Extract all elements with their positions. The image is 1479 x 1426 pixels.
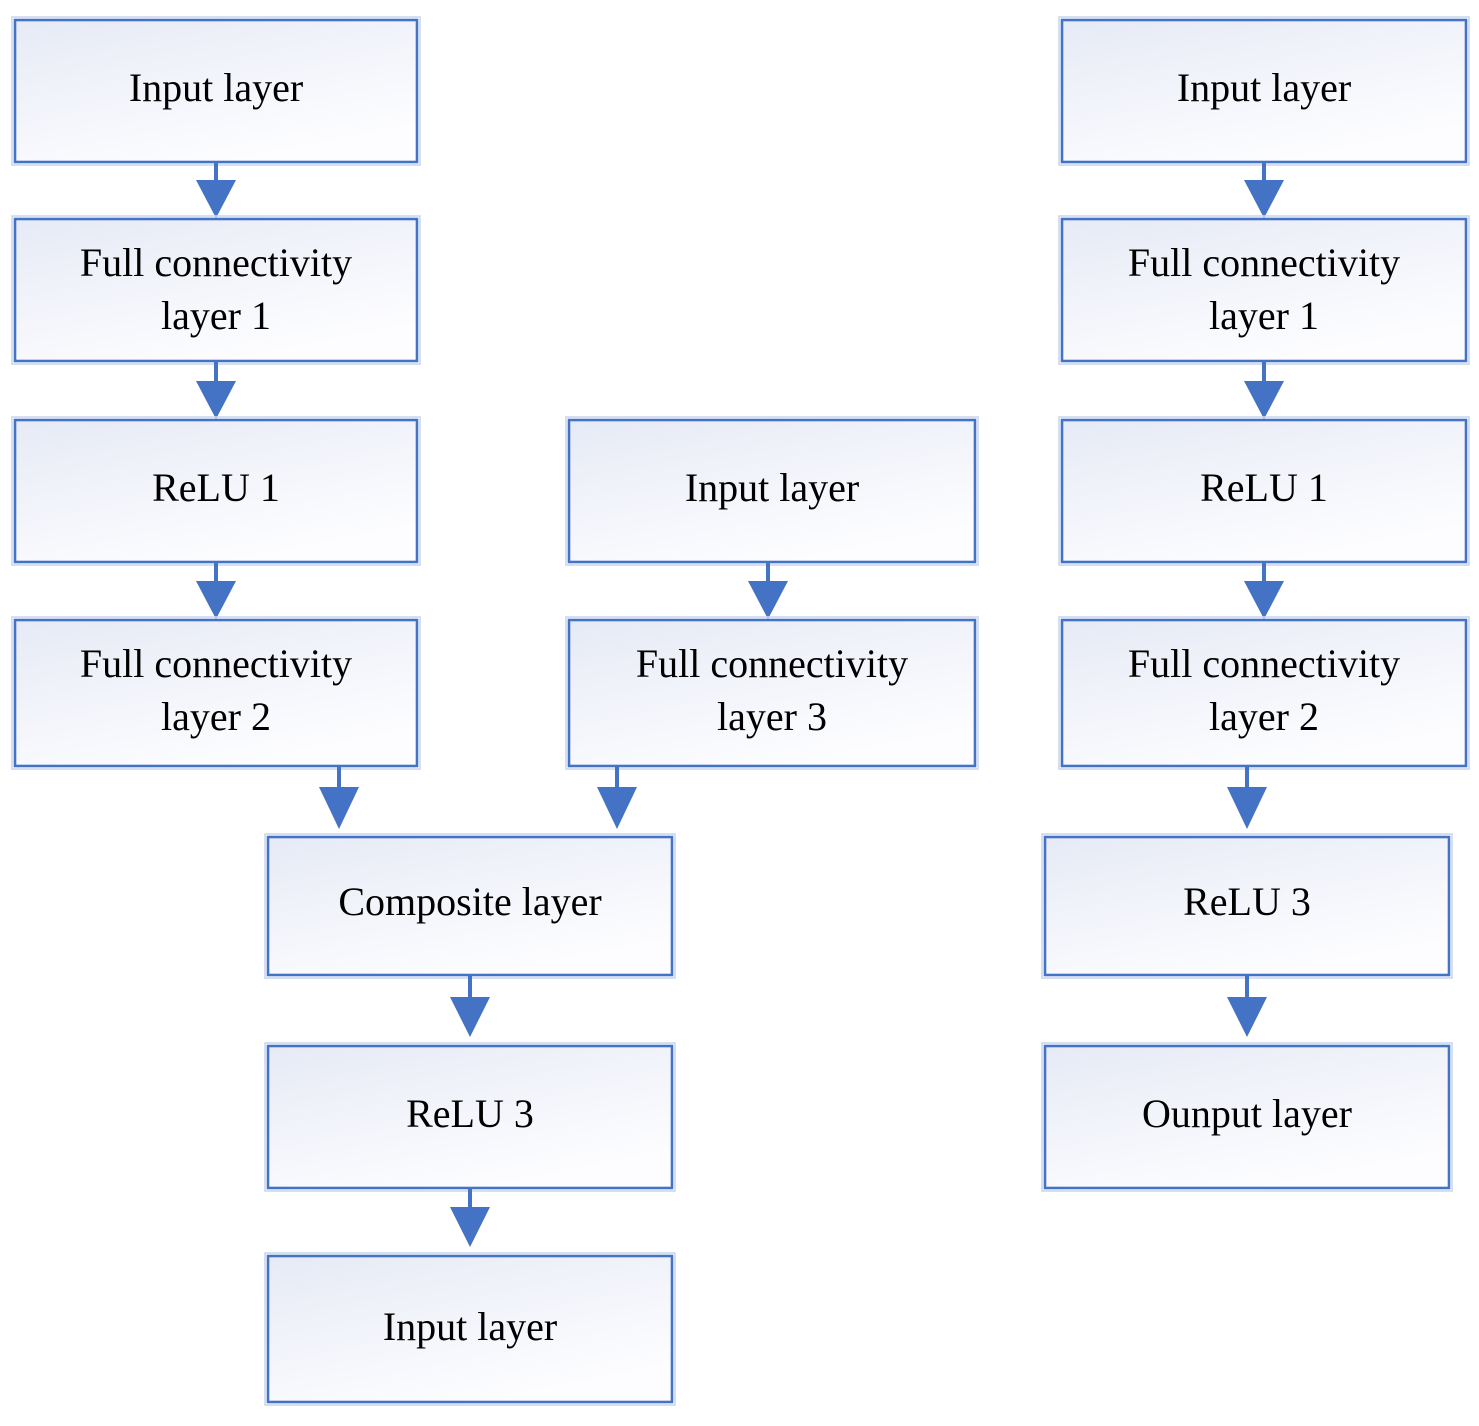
node-left-fc2[interactable]: Full connectivity layer 2 bbox=[11, 616, 421, 770]
node-halo bbox=[11, 616, 421, 770]
node-label-line1: Full connectivity bbox=[1128, 641, 1400, 686]
edge-right-fc2-to-relu3 bbox=[1227, 766, 1267, 829]
node-label: Composite layer bbox=[338, 879, 601, 924]
node-halo bbox=[1058, 616, 1470, 770]
node-left-fc1[interactable]: Full connectivity layer 1 bbox=[11, 215, 421, 365]
node-composite-layer[interactable]: Composite layer bbox=[264, 833, 676, 979]
arrowhead-icon bbox=[1227, 997, 1267, 1037]
node-label-line2: layer 1 bbox=[1209, 293, 1319, 338]
node-merge-output[interactable]: Input layer bbox=[264, 1252, 676, 1406]
node-label: Input layer bbox=[383, 1304, 557, 1349]
node-mid-fc3[interactable]: Full connectivity layer 3 bbox=[565, 616, 979, 770]
edge-left-input-to-fc1 bbox=[196, 162, 236, 218]
node-label-line2: layer 3 bbox=[717, 694, 827, 739]
node-right-fc2[interactable]: Full connectivity layer 2 bbox=[1058, 616, 1470, 770]
edge-right-relu3-to-output bbox=[1227, 975, 1267, 1037]
node-label: ReLU 3 bbox=[1183, 879, 1311, 924]
node-right-output[interactable]: Ounput layer bbox=[1041, 1042, 1453, 1192]
edge-left-fc1-to-relu1 bbox=[196, 361, 236, 419]
node-rect bbox=[266, 835, 674, 977]
node-rect bbox=[1060, 418, 1468, 564]
node-halo bbox=[264, 1252, 676, 1406]
node-rect bbox=[1060, 618, 1468, 768]
arrowhead-icon bbox=[196, 381, 236, 419]
node-merge-relu3[interactable]: ReLU 3 bbox=[264, 1042, 676, 1192]
arrowhead-icon bbox=[450, 997, 490, 1037]
node-right-fc1[interactable]: Full connectivity layer 1 bbox=[1058, 215, 1470, 365]
arrowhead-icon bbox=[196, 180, 236, 218]
node-left-relu1[interactable]: ReLU 1 bbox=[11, 416, 421, 566]
node-label: Input layer bbox=[129, 65, 303, 110]
node-rect bbox=[13, 418, 419, 564]
node-left-input[interactable]: Input layer bbox=[11, 16, 421, 166]
edge-composite-to-relu3 bbox=[450, 975, 490, 1037]
edge-relu3-to-output bbox=[450, 1188, 490, 1247]
node-rect bbox=[1060, 18, 1468, 164]
node-label-line2: layer 2 bbox=[161, 694, 271, 739]
edge-left-relu1-to-fc2 bbox=[196, 562, 236, 619]
node-label-line2: layer 1 bbox=[161, 293, 271, 338]
node-label-line1: Full connectivity bbox=[636, 641, 908, 686]
node-label-line1: Full connectivity bbox=[80, 240, 352, 285]
node-mid-input[interactable]: Input layer bbox=[565, 416, 979, 566]
arrowhead-icon bbox=[1244, 381, 1284, 419]
node-label-line1: Full connectivity bbox=[1128, 240, 1400, 285]
node-label-line1: Full connectivity bbox=[80, 641, 352, 686]
node-right-relu1[interactable]: ReLU 1 bbox=[1058, 416, 1470, 566]
edge-right-relu1-to-fc2 bbox=[1244, 562, 1284, 619]
node-rect bbox=[266, 1044, 674, 1190]
arrowhead-icon bbox=[1244, 180, 1284, 218]
node-label: Ounput layer bbox=[1142, 1091, 1352, 1136]
arrowhead-icon bbox=[450, 1207, 490, 1247]
node-label: ReLU 1 bbox=[1200, 465, 1328, 510]
node-rect bbox=[266, 1254, 674, 1404]
node-halo bbox=[565, 616, 979, 770]
node-label-line2: layer 2 bbox=[1209, 694, 1319, 739]
node-rect bbox=[1043, 835, 1451, 977]
arrowhead-icon bbox=[748, 581, 788, 619]
edge-mid-fc3-to-composite bbox=[597, 766, 637, 829]
node-rect bbox=[567, 418, 977, 564]
node-right-relu3[interactable]: ReLU 3 bbox=[1041, 833, 1453, 979]
arrowhead-icon bbox=[1244, 581, 1284, 619]
edge-left-fc2-to-composite bbox=[319, 766, 359, 829]
edge-right-fc1-to-relu1 bbox=[1244, 361, 1284, 419]
node-label: ReLU 3 bbox=[406, 1091, 534, 1136]
arrowhead-icon bbox=[196, 581, 236, 619]
edge-right-input-to-fc1 bbox=[1244, 162, 1284, 218]
node-label: ReLU 1 bbox=[152, 465, 280, 510]
node-rect bbox=[567, 618, 977, 768]
node-halo bbox=[565, 416, 979, 566]
node-halo bbox=[1041, 1042, 1453, 1192]
node-rect bbox=[1060, 217, 1468, 363]
node-right-input[interactable]: Input layer bbox=[1058, 16, 1470, 166]
arrowhead-icon bbox=[597, 787, 637, 829]
node-rect bbox=[1043, 1044, 1451, 1190]
arrowhead-icon bbox=[319, 787, 359, 829]
node-rect bbox=[13, 217, 419, 363]
edge-mid-input-to-fc3 bbox=[748, 562, 788, 619]
arrowhead-icon bbox=[1227, 787, 1267, 829]
node-rect bbox=[13, 618, 419, 768]
node-label: Input layer bbox=[1177, 65, 1351, 110]
node-label: Input layer bbox=[685, 465, 859, 510]
